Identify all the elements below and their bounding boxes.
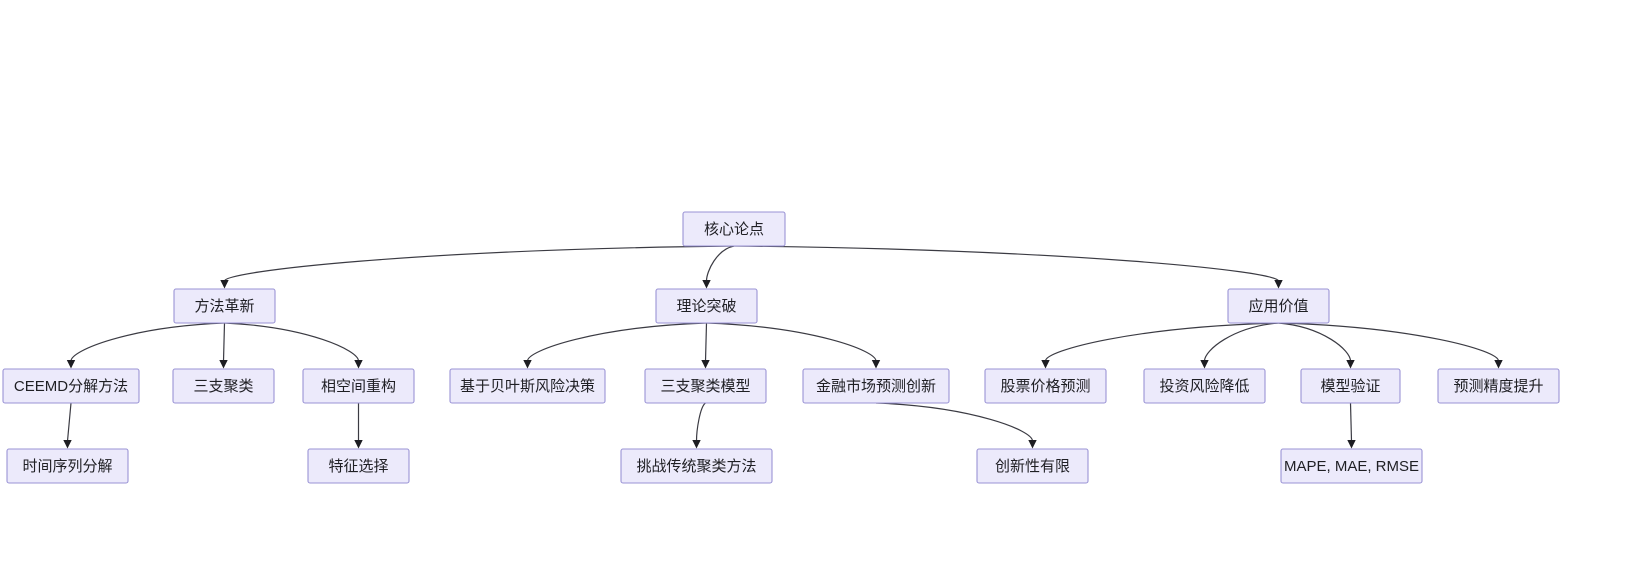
node-label: MAPE, MAE, RMSE xyxy=(1284,458,1419,475)
flow-edge-l2c-to-l3h xyxy=(1200,322,1279,369)
arrowhead-icon xyxy=(1028,440,1037,449)
node-box[interactable] xyxy=(976,448,1089,484)
node-label: 应用价值 xyxy=(1248,297,1308,315)
flow-edge-l2a-to-l3b xyxy=(219,322,228,369)
flow-node-l3h[interactable]: 投资风险降低 xyxy=(1143,368,1266,404)
node-label: 时间序列分解 xyxy=(22,458,112,475)
arrowhead-icon xyxy=(219,360,228,369)
node-label: 三支聚类模型 xyxy=(660,378,750,395)
node-box[interactable] xyxy=(984,368,1107,404)
flow-edge-l2c-to-l3j xyxy=(1278,322,1503,369)
flow-node-l2c[interactable]: 应用价值 xyxy=(1227,288,1330,324)
node-box[interactable] xyxy=(449,368,606,404)
flow-edge-l2c-to-l3g xyxy=(1041,322,1279,369)
node-box[interactable] xyxy=(2,368,140,404)
arrowhead-icon xyxy=(701,360,710,369)
node-box[interactable] xyxy=(6,448,129,484)
flow-edge-l3i-to-l4e xyxy=(1347,402,1356,449)
node-box[interactable] xyxy=(307,448,410,484)
flow-edge-l2b-to-l3d xyxy=(523,322,707,369)
flow-edge-l3f-to-l4d xyxy=(875,402,1037,449)
node-box[interactable] xyxy=(644,368,767,404)
node-label: 三支聚类 xyxy=(193,378,253,395)
node-label: 模型验证 xyxy=(1320,378,1380,395)
flow-node-root[interactable]: 核心论点 xyxy=(682,211,786,247)
node-label: 挑战传统聚类方法 xyxy=(636,458,756,475)
node-label: 方法革新 xyxy=(194,298,254,315)
arrowhead-icon xyxy=(1041,360,1050,369)
node-label: 创新性有限 xyxy=(995,458,1070,475)
flow-node-l4d[interactable]: 创新性有限 xyxy=(976,448,1089,484)
flow-edge-l2b-to-l3f xyxy=(706,322,881,369)
node-label: 基于贝叶斯风险决策 xyxy=(460,378,595,395)
arrowhead-icon xyxy=(1200,360,1209,369)
flow-node-l3g[interactable]: 股票价格预测 xyxy=(984,368,1107,404)
node-box[interactable] xyxy=(655,288,758,324)
arrowhead-icon xyxy=(702,280,711,289)
node-box[interactable] xyxy=(173,288,276,324)
flow-node-l3a[interactable]: CEEMD分解方法 xyxy=(2,368,140,404)
node-label: 特征选择 xyxy=(328,458,388,475)
flow-node-l3c[interactable]: 相空间重构 xyxy=(302,368,415,404)
arrowhead-icon xyxy=(354,440,363,449)
flow-edge-l2b-to-l3e xyxy=(701,322,710,369)
node-box[interactable] xyxy=(302,368,415,404)
node-box[interactable] xyxy=(1143,368,1266,404)
arrowhead-icon xyxy=(523,360,532,369)
flow-edge-l3e-to-l4c xyxy=(692,402,706,449)
flow-node-l3f[interactable]: 金融市场预测创新 xyxy=(802,368,950,404)
flow-node-l3i[interactable]: 模型验证 xyxy=(1300,368,1401,404)
node-label: CEEMD分解方法 xyxy=(14,378,128,395)
flow-edge-root-to-l2a xyxy=(220,245,735,289)
node-box[interactable] xyxy=(682,211,786,247)
node-box[interactable] xyxy=(620,448,773,484)
flow-node-l4b[interactable]: 特征选择 xyxy=(307,448,410,484)
arrowhead-icon xyxy=(871,360,881,369)
flow-node-l3b[interactable]: 三支聚类 xyxy=(172,368,275,404)
node-box[interactable] xyxy=(1300,368,1401,404)
arrowhead-icon xyxy=(354,360,363,369)
flow-edge-l2a-to-l3c xyxy=(224,322,363,369)
arrowhead-icon xyxy=(1494,360,1503,369)
flow-node-l3j[interactable]: 预测精度提升 xyxy=(1437,368,1560,404)
flow-edge-l2c-to-l3i xyxy=(1278,322,1355,369)
flow-node-l4c[interactable]: 挑战传统聚类方法 xyxy=(620,448,773,484)
arrowhead-icon xyxy=(63,440,72,449)
flow-node-l3d[interactable]: 基于贝叶斯风险决策 xyxy=(449,368,606,404)
arrowhead-icon xyxy=(1346,360,1355,369)
arrowhead-icon xyxy=(692,440,701,449)
flow-node-l2a[interactable]: 方法革新 xyxy=(173,288,276,324)
flow-node-l4e[interactable]: MAPE, MAE, RMSE xyxy=(1280,448,1423,484)
flow-edge-root-to-l2b xyxy=(702,245,735,289)
flow-node-l3e[interactable]: 三支聚类模型 xyxy=(644,368,767,404)
node-box[interactable] xyxy=(172,368,275,404)
flow-node-l2b[interactable]: 理论突破 xyxy=(655,288,758,324)
flow-node-l4a[interactable]: 时间序列分解 xyxy=(6,448,129,484)
node-box[interactable] xyxy=(802,368,950,404)
flow-edge-root-to-l2c xyxy=(733,245,1283,289)
node-box[interactable] xyxy=(1280,448,1423,484)
flow-edge-l2a-to-l3a xyxy=(66,322,225,369)
arrowhead-icon xyxy=(1347,440,1356,449)
edge-layer xyxy=(63,245,1503,449)
node-box[interactable] xyxy=(1437,368,1560,404)
node-label: 核心论点 xyxy=(704,221,764,238)
node-label: 股票价格预测 xyxy=(1000,378,1090,395)
arrowhead-icon xyxy=(220,280,229,289)
node-label: 金融市场预测创新 xyxy=(816,378,936,395)
flow-edge-l3c-to-l4b xyxy=(354,403,363,449)
node-box[interactable] xyxy=(1227,288,1330,324)
flow-edge-l3a-to-l4a xyxy=(63,402,72,449)
arrowhead-icon xyxy=(1274,280,1283,289)
node-label: 投资风险降低 xyxy=(1159,378,1249,395)
node-label: 预测精度提升 xyxy=(1453,378,1543,395)
node-label: 理论突破 xyxy=(676,298,736,315)
node-label: 相空间重构 xyxy=(321,378,396,395)
arrowhead-icon xyxy=(66,360,76,369)
